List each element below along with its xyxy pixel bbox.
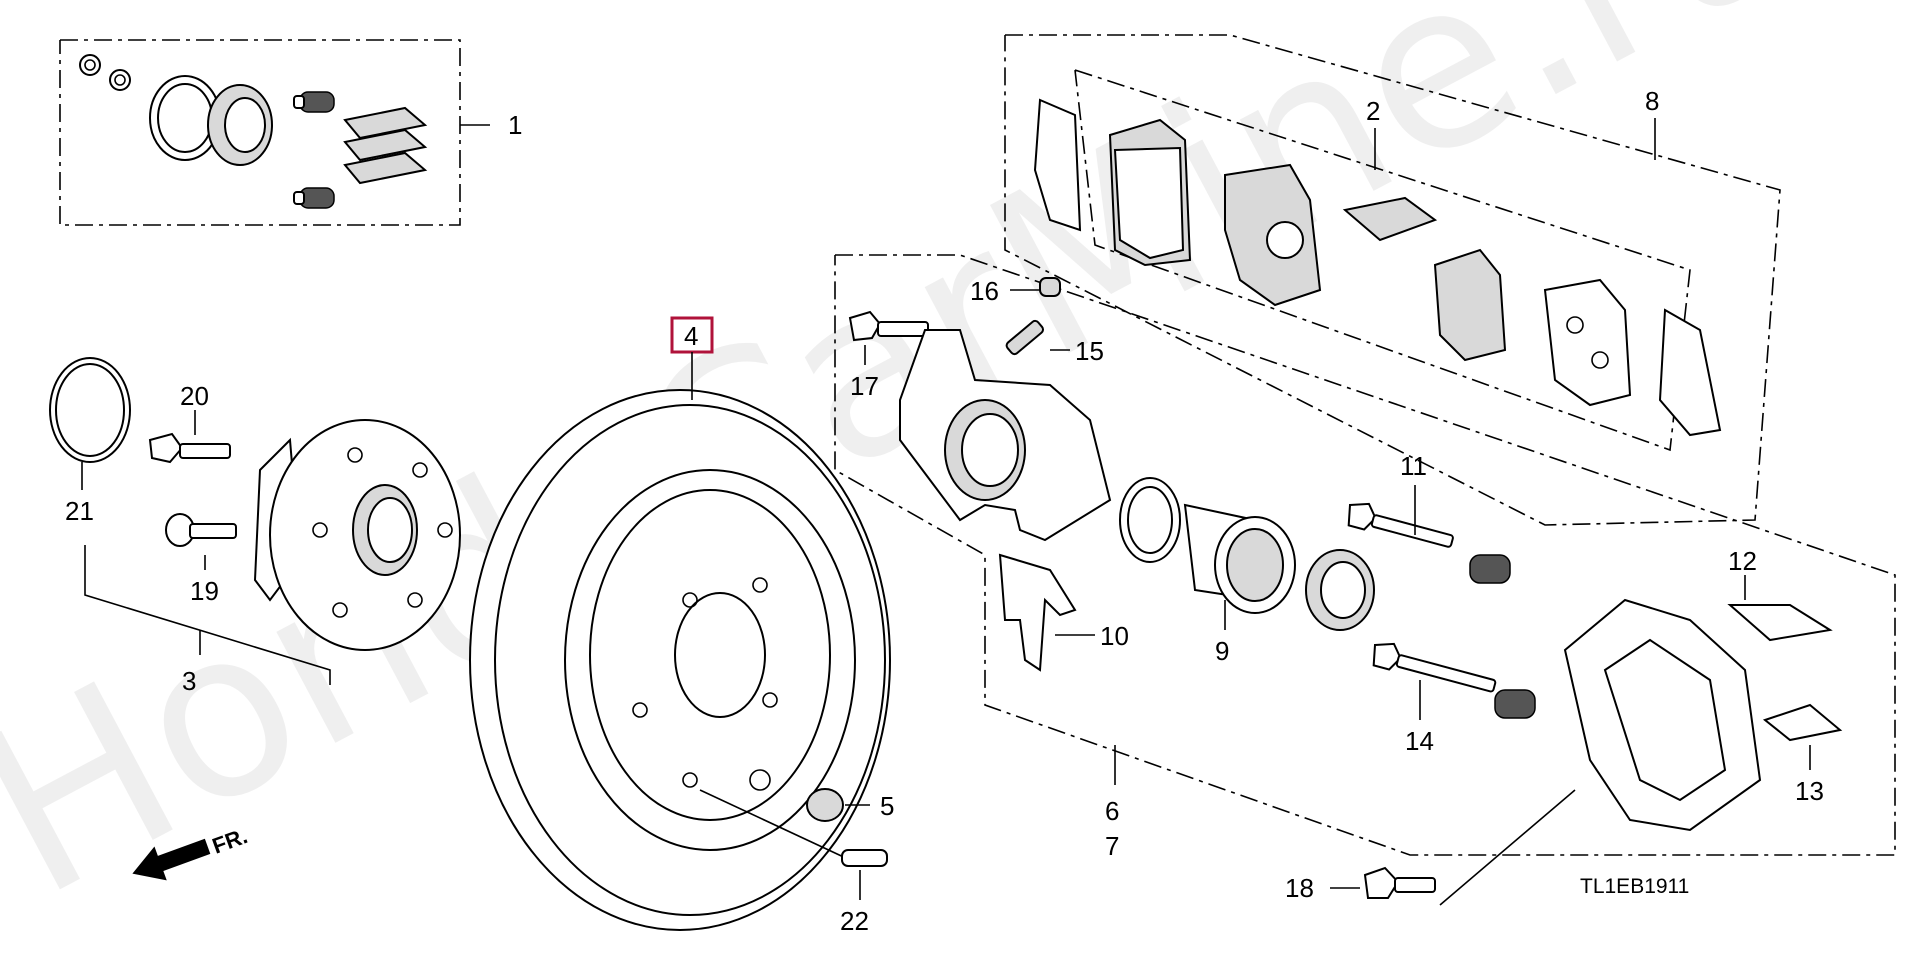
label-21: 21 (65, 496, 94, 526)
label-5: 5 (880, 791, 894, 821)
seal-kit-group: 1 (59, 39, 522, 226)
label-19: 19 (190, 576, 219, 606)
label-20: 20 (180, 381, 209, 411)
label-3: 3 (182, 666, 196, 696)
diagram-code: TL1EB1911 (1580, 875, 1689, 898)
part-22: 22 (699, 789, 888, 936)
label-4[interactable]: 4 (684, 321, 698, 351)
part-5: 5 (806, 788, 894, 822)
caliper-group: 6 7 17 16 15 10 9 11 (834, 254, 1896, 861)
label-1: 1 (508, 110, 522, 140)
label-13: 13 (1795, 776, 1824, 806)
label-7: 7 (1105, 831, 1119, 861)
label-22: 22 (840, 906, 869, 936)
label-10: 10 (1100, 621, 1129, 651)
bolt-18: 18 (1285, 789, 1576, 906)
hub-group: 21 20 19 3 (49, 357, 461, 696)
label-8: 8 (1645, 86, 1659, 116)
label-16: 16 (970, 276, 999, 306)
label-6: 6 (1105, 796, 1119, 826)
label-15: 15 (1075, 336, 1104, 366)
label-11: 11 (1400, 451, 1427, 481)
label-2: 2 (1366, 96, 1380, 126)
brake-disc: 4 (469, 316, 891, 931)
pad-set-group: 2 8 (1004, 34, 1781, 526)
label-12: 12 (1728, 546, 1757, 576)
label-18: 18 (1285, 873, 1314, 903)
label-14: 14 (1405, 726, 1434, 756)
label-17: 17 (850, 371, 879, 401)
label-9: 9 (1215, 636, 1229, 666)
